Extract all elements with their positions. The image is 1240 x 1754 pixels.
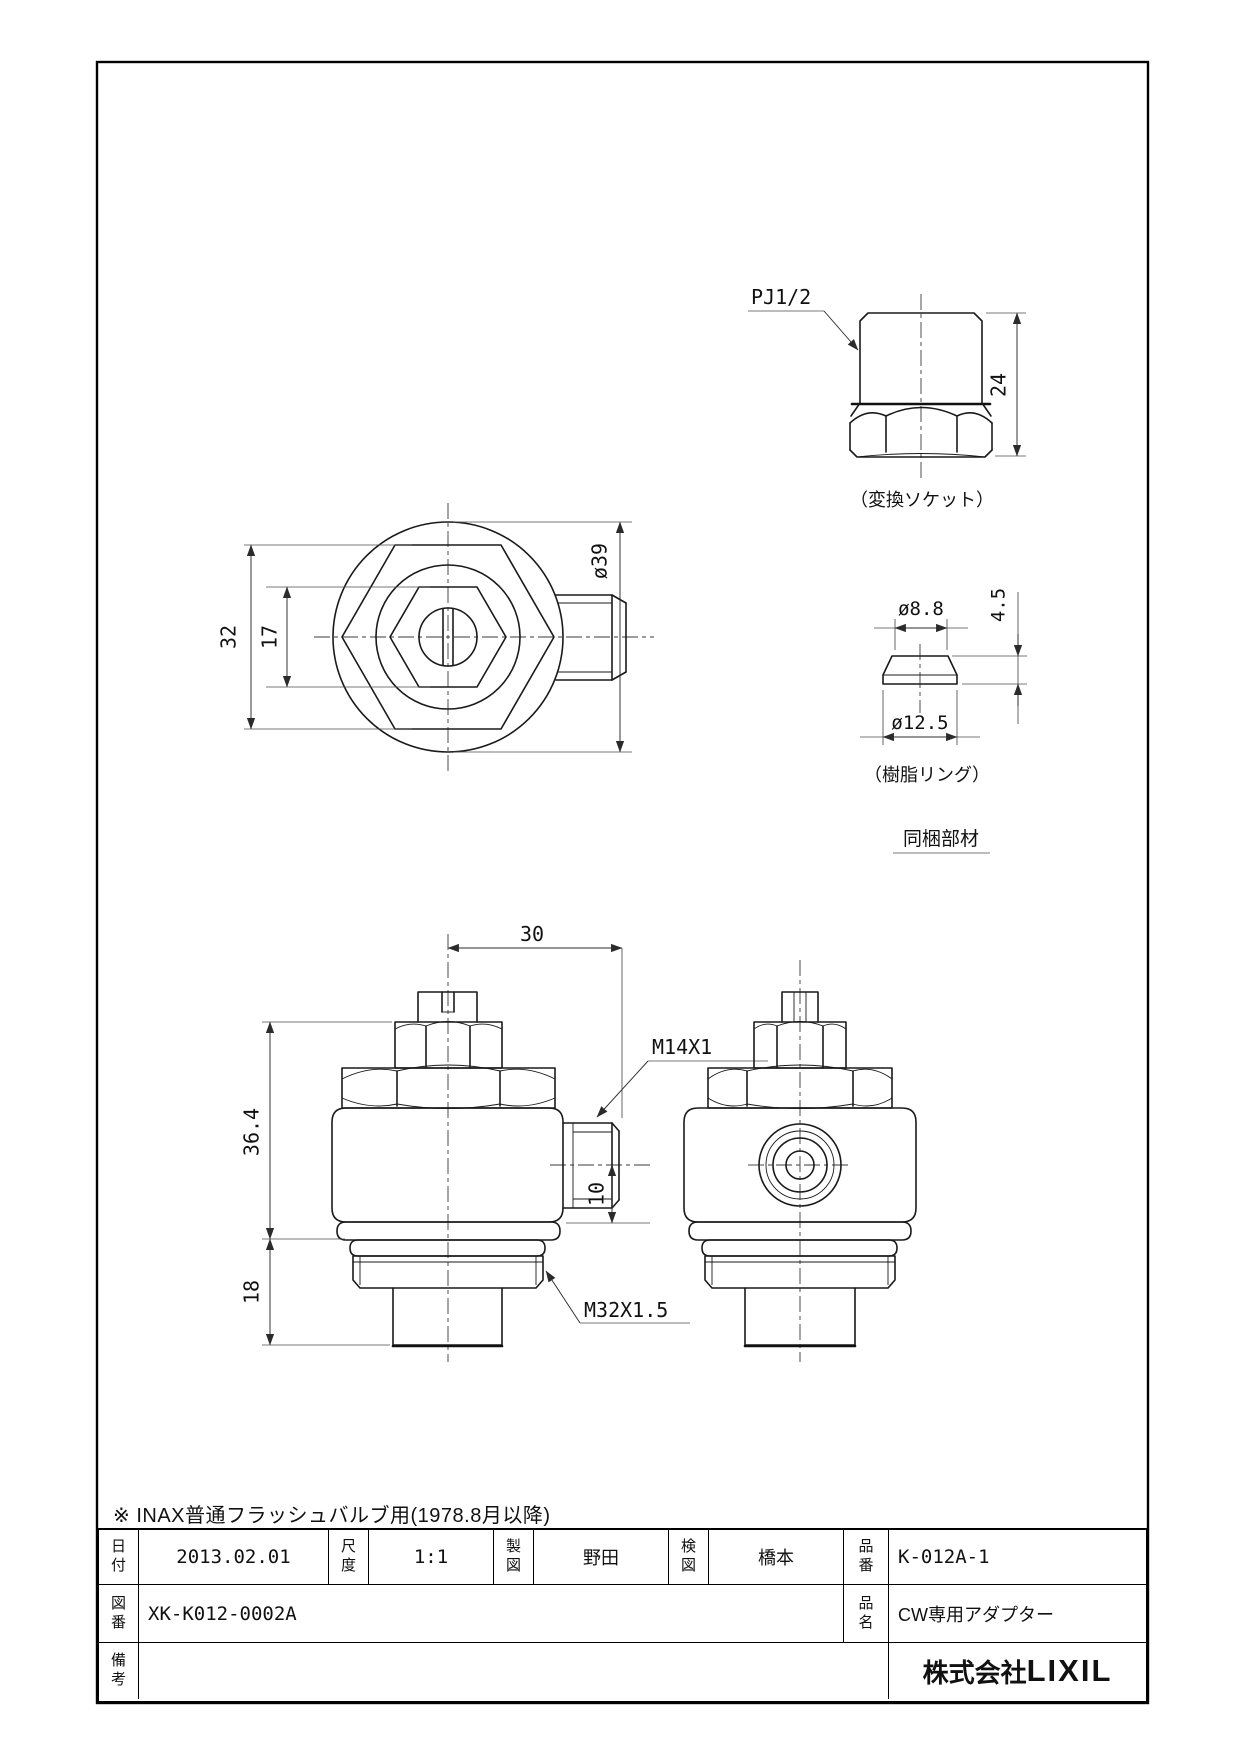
product-name-value: CW専用アダプター <box>898 1604 1054 1625</box>
drawing-border <box>95 60 1150 1705</box>
dim-dia88-label: ø8.8 <box>898 598 944 620</box>
title-block-row-1: 日付 2013.02.01 尺度 1:1 製図 野田 検図 橋本 品番 K-01… <box>99 1530 1146 1585</box>
ring-caption: （樹脂リング） <box>864 765 990 785</box>
part-no-label: 品番 <box>858 1538 874 1574</box>
pj12-thread-label: PJ1/2 <box>751 285 811 309</box>
m32-thread-label: M32X1.5 <box>584 1298 668 1322</box>
side-view <box>683 960 917 1362</box>
dim-30-label: 30 <box>520 922 544 946</box>
date-value: 2013.02.01 <box>139 1530 329 1584</box>
resin-ring-detail-view: ø8.8 4.5 ø12.5 （樹脂リング） 同梱部材 <box>860 588 1027 854</box>
remarks-value <box>139 1643 889 1699</box>
product-name-label: 品名 <box>858 1594 874 1631</box>
scale-label-cell: 尺度 <box>329 1530 369 1584</box>
dim-18-label: 18 <box>240 1280 264 1304</box>
company-logo-text: LIXIL <box>1026 1653 1113 1688</box>
remarks-label: 備考 <box>110 1652 126 1688</box>
remarks-label-cell: 備考 <box>99 1643 139 1699</box>
drafter-label-cell: 製図 <box>494 1530 534 1584</box>
drafter-label: 製図 <box>505 1538 521 1574</box>
title-block-row-2: 図番 XK-K012-0002A 品名 CW専用アダプター <box>99 1585 1146 1643</box>
date-label-cell: 日付 <box>99 1530 139 1584</box>
dim-45-label: 4.5 <box>988 588 1010 622</box>
company-prefix: 株式会社 <box>922 1657 1027 1688</box>
checker-label-cell: 検図 <box>669 1530 709 1584</box>
dim-32-label: 32 <box>217 625 241 649</box>
drawing-no-label-cell: 図番 <box>99 1585 139 1642</box>
scale-label: 尺度 <box>340 1538 356 1574</box>
drawing-no-label: 図番 <box>110 1594 126 1631</box>
m14-thread-label: M14X1 <box>652 1035 712 1059</box>
dim-dia125-label: ø12.5 <box>891 712 948 734</box>
inax-usage-note: ※ INAX普通フラッシュバルブ用(1978.8月以降) <box>113 1505 551 1527</box>
drawing-no-value: XK-K012-0002A <box>139 1585 844 1642</box>
socket-caption: （変換ソケット） <box>850 490 994 510</box>
dim-17-label: 17 <box>258 625 282 649</box>
top-view: 32 17 ø39 <box>217 503 654 774</box>
scale-value: 1:1 <box>369 1530 494 1584</box>
part-no-label-cell: 品番 <box>844 1530 889 1584</box>
dim-24-label: 24 <box>987 373 1011 397</box>
front-view: 30 36.4 18 10 M14X1 M32X1.5 <box>240 922 768 1362</box>
checker-value: 橋本 <box>709 1530 844 1584</box>
product-name-label-cell: 品名 <box>844 1585 889 1642</box>
part-no-value: K-012A-1 <box>898 1546 990 1568</box>
checker-label: 検図 <box>680 1538 696 1574</box>
dim-10-label: 10 <box>585 1182 609 1206</box>
title-block: 日付 2013.02.01 尺度 1:1 製図 野田 検図 橋本 品番 K-01… <box>97 1528 1148 1703</box>
included-parts-note: 同梱部材 <box>903 828 979 850</box>
socket-detail-view: PJ1/2 24 （変換ソケット） <box>748 285 1026 510</box>
date-label: 日付 <box>110 1538 126 1574</box>
dim-dia39-label: ø39 <box>588 543 612 579</box>
drafter-value: 野田 <box>534 1530 669 1584</box>
dim-364-label: 36.4 <box>240 1108 264 1156</box>
